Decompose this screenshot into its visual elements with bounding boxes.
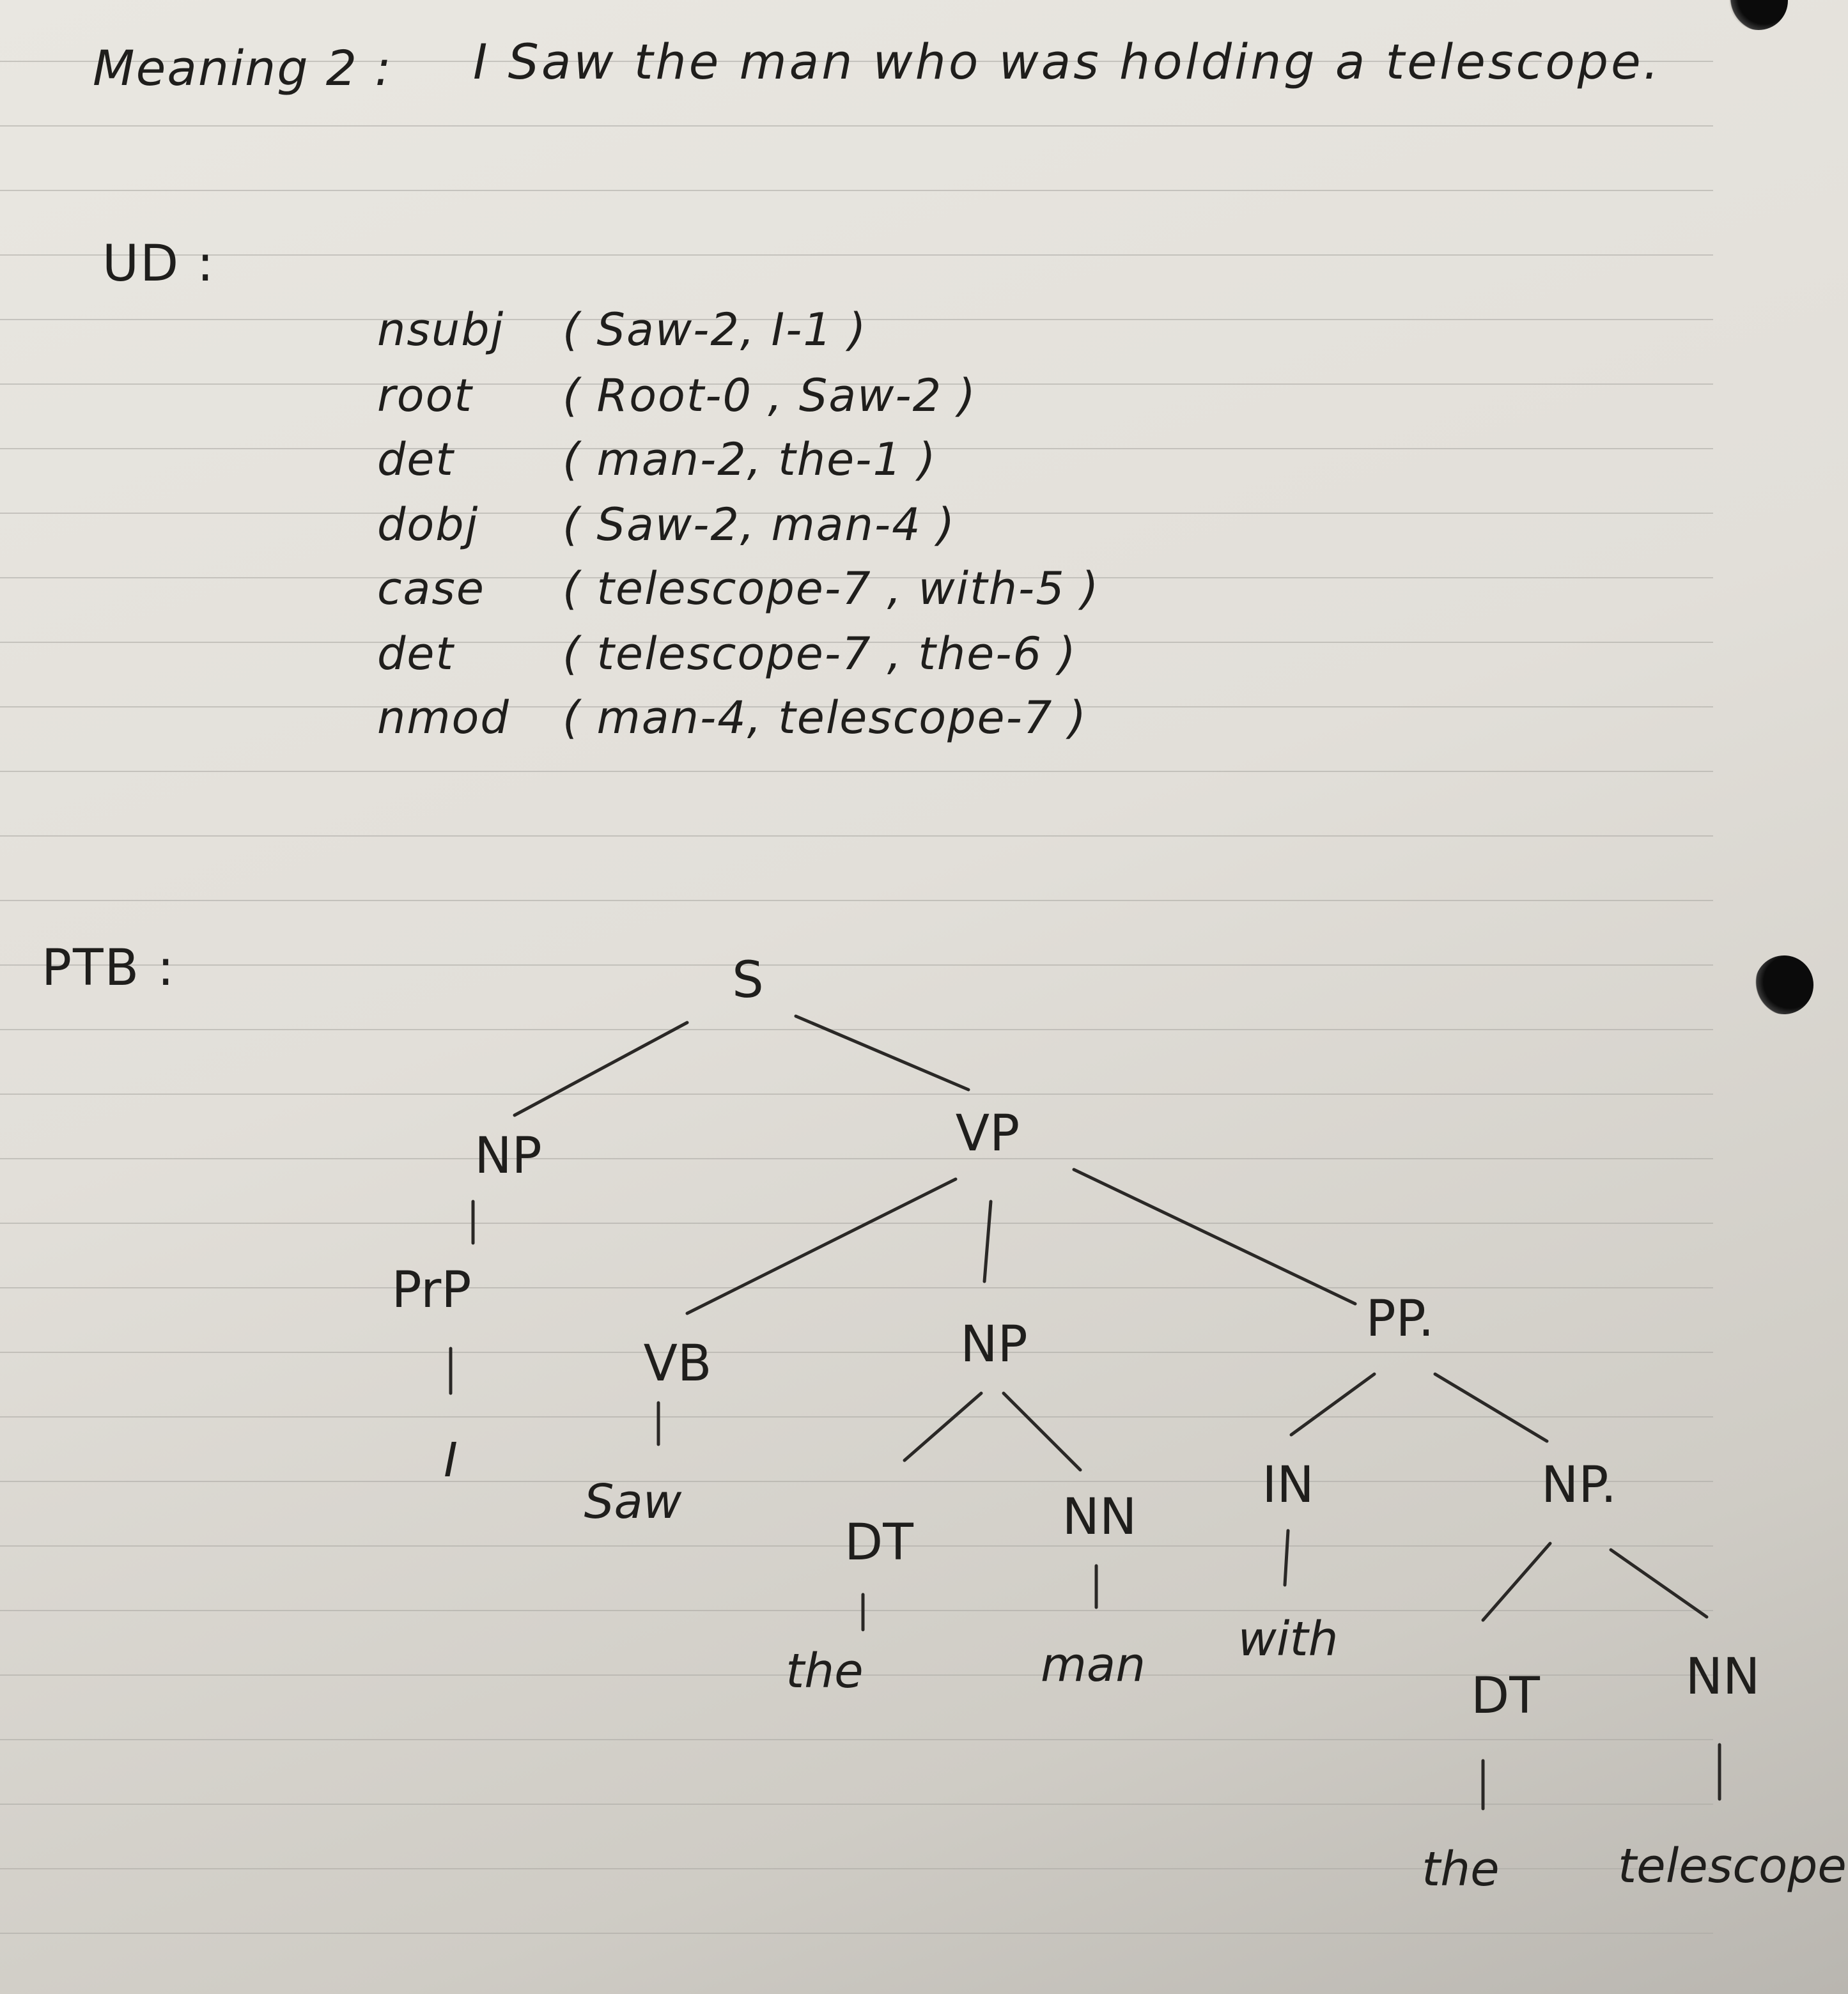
node-pp: PP. (1366, 1290, 1434, 1348)
ud-label: UD : (102, 235, 215, 293)
ruled-line (0, 1804, 1713, 1805)
ruled-line (0, 319, 1713, 320)
dependency-arguments: ( man-4, telescope-7 ) (563, 692, 1087, 744)
tree-edge (1289, 1372, 1376, 1437)
tree-edge (1609, 1548, 1709, 1619)
leaf-with: with (1238, 1612, 1339, 1667)
node-np-subject: NP (474, 1127, 541, 1185)
dependency-arguments: ( Saw-2, man-4 ) (563, 498, 956, 551)
tree-edge (1283, 1529, 1290, 1587)
dependency-relation: nmod (377, 692, 510, 744)
meaning-label: Meaning 2 : (93, 40, 392, 97)
ruled-line (0, 1610, 1713, 1611)
dependency-arguments: ( telescope-7 , the-6 ) (563, 628, 1077, 680)
dependency-relation: case (377, 562, 485, 615)
ruled-line (0, 1674, 1713, 1676)
node-dt: DT (844, 1514, 913, 1572)
ruled-line (0, 1868, 1713, 1869)
dependency-relation: root (377, 369, 473, 422)
binder-hole (1755, 955, 1813, 1014)
dependency-arguments: ( telescope-7 , with-5 ) (563, 562, 1100, 615)
ruled-line (0, 448, 1713, 449)
node-nn: NN (1062, 1488, 1137, 1546)
ruled-line (0, 1933, 1713, 1934)
ruled-line (0, 513, 1713, 514)
meaning-sentence: I Saw the man who was holding a telescop… (473, 33, 1661, 90)
ruled-line (0, 125, 1713, 127)
dependency-relation: nsubj (377, 304, 505, 356)
ruled-line (0, 1352, 1713, 1353)
leaf-saw: Saw (584, 1474, 682, 1529)
node-in: IN (1262, 1457, 1314, 1514)
ruled-line (0, 900, 1713, 901)
dependency-arguments: ( Saw-2, I-1 ) (563, 304, 867, 356)
ruled-line (0, 577, 1713, 578)
leaf-the: the (1422, 1842, 1499, 1897)
ruled-line (0, 1287, 1713, 1288)
tree-edge (903, 1391, 983, 1462)
ruled-line (0, 254, 1713, 256)
ruled-line (0, 706, 1713, 707)
tree-edge (1072, 1168, 1357, 1306)
tree-edge (1002, 1391, 1082, 1472)
node-vp: VP (956, 1105, 1020, 1163)
ptb-label: PTB : (42, 939, 176, 997)
ruled-line (0, 1739, 1713, 1740)
node-nn: NN (1686, 1648, 1760, 1706)
ruled-line (0, 1094, 1713, 1095)
ruled-line (0, 383, 1713, 385)
tree-edge (1481, 1542, 1552, 1622)
ruled-line (0, 1481, 1713, 1482)
dependency-arguments: ( Root-0 , Saw-2 ) (563, 369, 977, 422)
dependency-arguments: ( man-2, the-1 ) (563, 433, 937, 486)
ruled-line (0, 61, 1713, 62)
ruled-line (0, 835, 1713, 837)
dependency-relation: det (377, 628, 454, 680)
tree-edge (685, 1177, 958, 1315)
tree-edge (513, 1021, 689, 1117)
ruled-line (0, 1158, 1713, 1159)
dependency-relation: dobj (377, 498, 479, 551)
tree-edge (1433, 1372, 1549, 1443)
node-prp: PrP (392, 1262, 472, 1319)
node-vb: VB (644, 1335, 712, 1393)
ruled-line (0, 642, 1713, 643)
ruled-line (0, 771, 1713, 772)
node-dt: DT (1471, 1667, 1540, 1725)
ruled-line (0, 1223, 1713, 1224)
tree-edge (794, 1014, 970, 1092)
tree-edge (982, 1200, 993, 1283)
ruled-line (0, 1545, 1713, 1547)
leaf-telescope: telescope (1618, 1839, 1847, 1894)
leaf-the: the (786, 1644, 863, 1699)
leaf-i: I (444, 1433, 458, 1488)
node-np-object: NP (960, 1316, 1027, 1373)
ruled-line (0, 1029, 1713, 1030)
dependency-relation: det (377, 433, 454, 486)
node-np-pp: NP. (1541, 1457, 1617, 1514)
ruled-line (0, 190, 1713, 191)
ruled-line (0, 964, 1713, 966)
leaf-man: man (1041, 1637, 1145, 1692)
node-s: S (732, 952, 764, 1009)
ruled-line (0, 1416, 1713, 1418)
